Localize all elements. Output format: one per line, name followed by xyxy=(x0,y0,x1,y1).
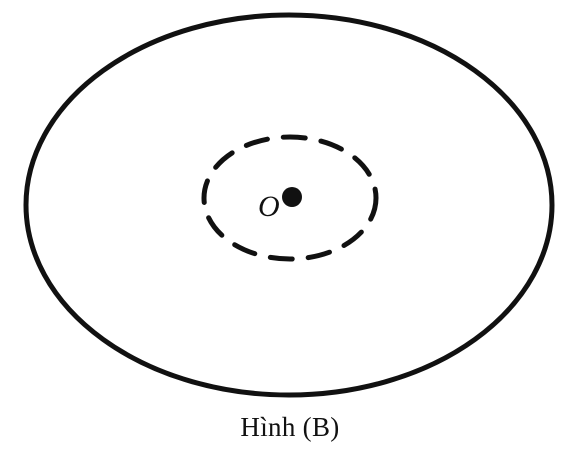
figure-caption: Hình (B) xyxy=(240,412,340,442)
outer-circle xyxy=(23,12,555,398)
inner-dashed-circle xyxy=(201,134,379,262)
center-point xyxy=(282,187,302,207)
center-label: O xyxy=(258,190,280,223)
